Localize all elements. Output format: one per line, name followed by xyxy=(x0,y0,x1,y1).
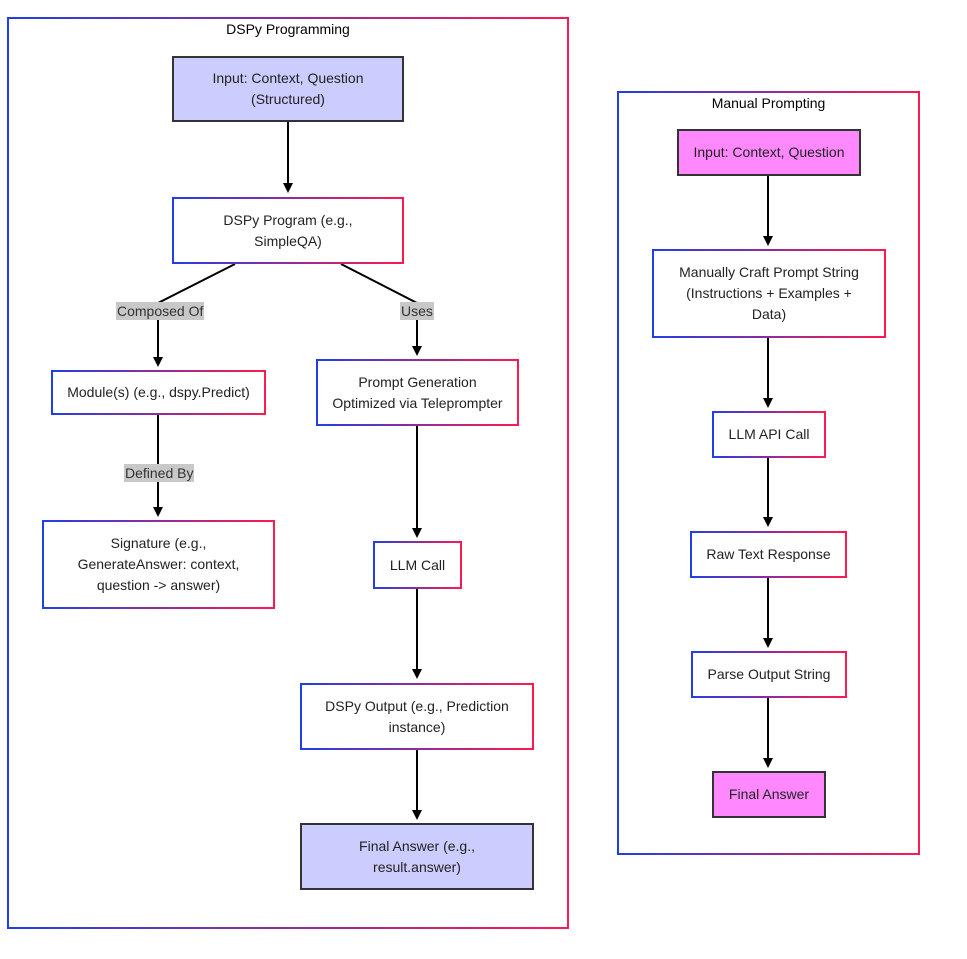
edge-label-uses: Uses xyxy=(400,302,434,320)
cluster-dspy-border xyxy=(7,17,569,929)
prompt-generation-node: Prompt Generation Optimized via Teleprom… xyxy=(316,359,519,426)
signature-node: Signature (e.g., GenerateAnswer: context… xyxy=(42,520,275,609)
modules-node: Module(s) (e.g., dspy.Predict) xyxy=(51,370,266,415)
parse-output-node: Parse Output String xyxy=(691,651,847,698)
llm-call-node: LLM Call xyxy=(373,541,462,589)
manual-input-node: Input: Context, Question xyxy=(677,129,861,176)
edge-label-composed-of: Composed Of xyxy=(116,302,205,320)
dspy-final-answer-node: Final Answer (e.g., result.answer) xyxy=(300,823,534,890)
dspy-input-node: Input: Context, Question (Structured) xyxy=(172,56,404,122)
craft-prompt-node: Manually Craft Prompt String (Instructio… xyxy=(652,249,886,338)
dspy-output-node: DSPy Output (e.g., Prediction instance) xyxy=(300,683,534,750)
cluster-manual-title: Manual Prompting xyxy=(711,95,826,111)
edge-label-defined-by: Defined By xyxy=(124,464,195,482)
manual-final-answer-node: Final Answer xyxy=(712,771,826,818)
cluster-dspy-title: DSPy Programming xyxy=(226,21,350,37)
llm-api-call-node: LLM API Call xyxy=(712,411,826,458)
dspy-program-node: DSPy Program (e.g., SimpleQA) xyxy=(172,197,404,264)
cluster-manual-border xyxy=(617,91,920,855)
raw-text-response-node: Raw Text Response xyxy=(690,531,847,578)
